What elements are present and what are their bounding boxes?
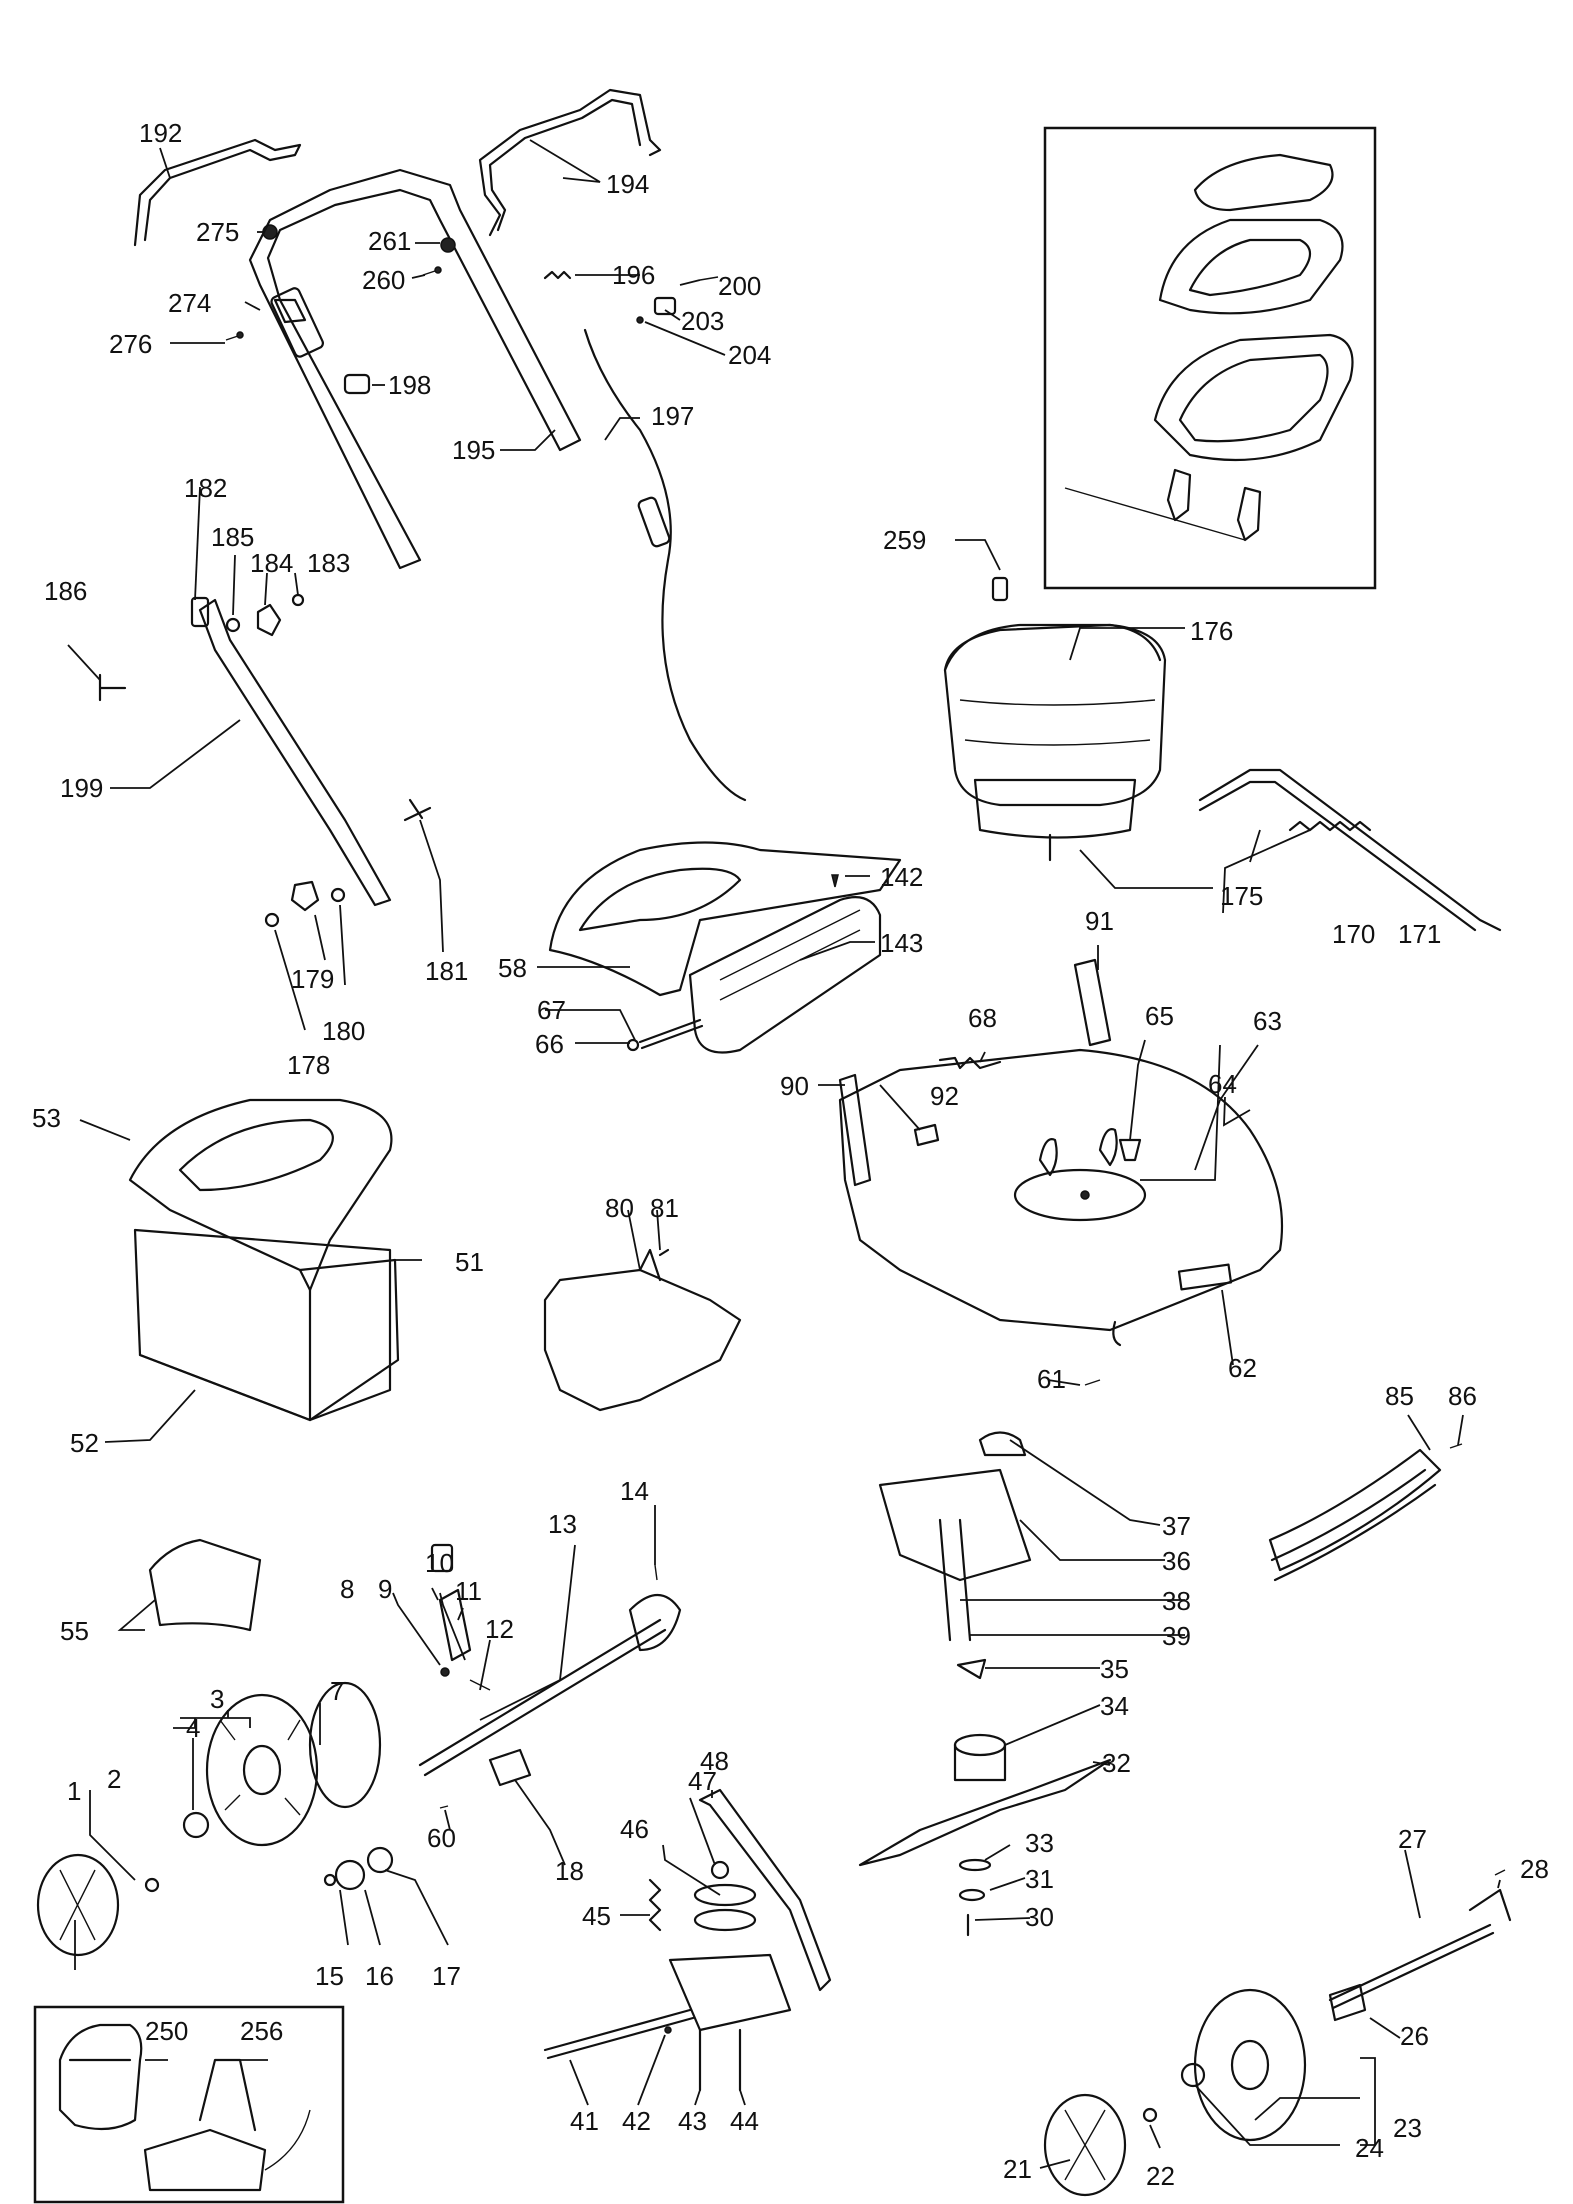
label-44: 44	[730, 2106, 759, 2136]
label-9: 9	[378, 1574, 392, 1604]
label-16: 16	[365, 1961, 394, 1991]
label-52: 52	[70, 1428, 99, 1458]
label-31: 31	[1025, 1864, 1054, 1894]
label-8: 8	[340, 1574, 354, 1604]
label-42: 42	[622, 2106, 651, 2136]
label-261: 261	[368, 226, 411, 256]
label-26: 26	[1400, 2021, 1429, 2051]
label-184: 184	[250, 548, 293, 578]
label-92: 92	[930, 1081, 959, 1111]
label-90: 90	[780, 1071, 809, 1101]
label-276: 276	[109, 329, 152, 359]
label-80: 80	[605, 1193, 634, 1223]
label-12: 12	[485, 1614, 514, 1644]
label-200: 200	[718, 271, 761, 301]
label-180: 180	[322, 1016, 365, 1046]
label-274: 274	[168, 288, 211, 318]
label-3: 3	[210, 1684, 224, 1714]
label-30: 30	[1025, 1902, 1054, 1932]
label-53: 53	[32, 1103, 61, 1133]
label-27: 27	[1398, 1824, 1427, 1854]
part-drawings	[33, 88, 1512, 2204]
label-55: 55	[60, 1616, 89, 1646]
label-67: 67	[537, 995, 566, 1025]
label-175: 175	[1220, 881, 1263, 911]
label-35: 35	[1100, 1654, 1129, 1684]
label-85: 85	[1385, 1381, 1414, 1411]
label-63: 63	[1253, 1006, 1282, 1036]
label-171: 171	[1398, 919, 1441, 949]
label-186: 186	[44, 576, 87, 606]
label-170: 170	[1332, 919, 1375, 949]
leader-lines	[67, 139, 1501, 2169]
label-11: 11	[455, 1576, 482, 1606]
label-7: 7	[330, 1676, 344, 1706]
label-4: 4	[186, 1713, 200, 1743]
label-23: 23	[1393, 2113, 1422, 2143]
label-28: 28	[1520, 1854, 1549, 1884]
label-24: 24	[1355, 2133, 1384, 2163]
label-2: 2	[107, 1764, 121, 1794]
label-182: 182	[184, 473, 227, 503]
label-60: 60	[427, 1823, 456, 1853]
label-1: 1	[67, 1776, 81, 1806]
label-51: 51	[455, 1247, 484, 1277]
label-18: 18	[555, 1856, 584, 1886]
label-143: 143	[880, 928, 923, 958]
label-58: 58	[498, 953, 527, 983]
label-64: 64	[1208, 1069, 1237, 1099]
label-22: 22	[1146, 2161, 1175, 2191]
label-41: 41	[570, 2106, 599, 2136]
label-15: 15	[315, 1961, 344, 1991]
label-250: 250	[145, 2016, 188, 2046]
label-183: 183	[307, 548, 350, 578]
label-33: 33	[1025, 1828, 1054, 1858]
label-192: 192	[139, 118, 182, 148]
label-17: 17	[432, 1961, 461, 1991]
label-65: 65	[1145, 1001, 1174, 1031]
label-256: 256	[240, 2016, 283, 2046]
label-39: 39	[1162, 1621, 1191, 1651]
label-47: 47	[688, 1766, 717, 1796]
label-81: 81	[650, 1193, 679, 1223]
label-194: 194	[606, 169, 649, 199]
label-34: 34	[1100, 1691, 1129, 1721]
label-61: 61	[1037, 1364, 1066, 1394]
label-142: 142	[880, 862, 923, 892]
label-46: 46	[620, 1814, 649, 1844]
label-179: 179	[291, 964, 334, 994]
label-196: 196	[612, 260, 655, 290]
label-86: 86	[1448, 1381, 1477, 1411]
part-number-labels: 192 275 194 261 260 274 276 196 200 203 …	[32, 118, 1549, 2191]
label-14: 14	[620, 1476, 649, 1506]
label-195: 195	[452, 435, 495, 465]
label-43: 43	[678, 2106, 707, 2136]
label-197: 197	[651, 401, 694, 431]
label-176: 176	[1190, 616, 1233, 646]
label-181: 181	[425, 956, 468, 986]
label-199: 199	[60, 773, 103, 803]
label-36: 36	[1162, 1546, 1191, 1576]
label-198: 198	[388, 370, 431, 400]
label-66: 66	[535, 1029, 564, 1059]
label-13: 13	[548, 1509, 577, 1539]
label-48: 48	[700, 1746, 729, 1776]
label-185: 185	[211, 522, 254, 552]
label-10: 10	[425, 1548, 454, 1578]
label-62: 62	[1228, 1353, 1257, 1383]
label-21: 21	[1003, 2154, 1032, 2184]
label-68: 68	[968, 1003, 997, 1033]
label-275: 275	[196, 217, 239, 247]
label-32: 32	[1102, 1748, 1131, 1778]
label-259: 259	[883, 525, 926, 555]
label-37: 37	[1162, 1511, 1191, 1541]
label-91: 91	[1085, 906, 1114, 936]
label-204: 204	[728, 340, 771, 370]
label-45: 45	[582, 1901, 611, 1931]
label-260: 260	[362, 265, 405, 295]
label-178: 178	[287, 1050, 330, 1080]
label-38: 38	[1162, 1586, 1191, 1616]
label-203: 203	[681, 306, 724, 336]
